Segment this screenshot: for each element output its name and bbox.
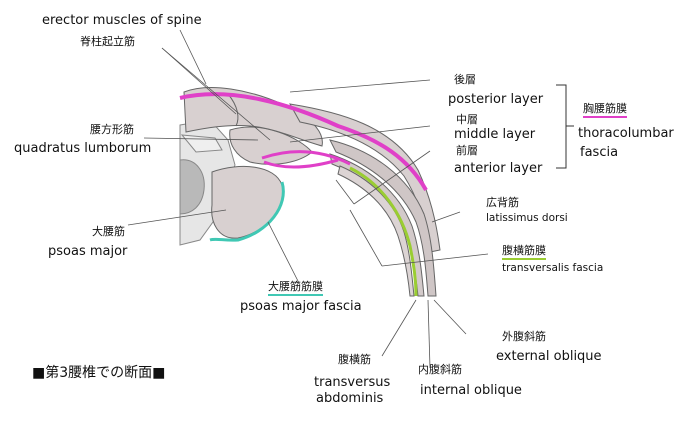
- section-caption: ■第3腰椎での断面■: [32, 365, 166, 381]
- anterior-label-en: anterior layer: [454, 161, 543, 176]
- transversus-label-en-1: transversus: [314, 375, 391, 390]
- external-label-en: external oblique: [496, 349, 602, 364]
- psoas-fascia-line: [209, 181, 285, 242]
- quadratus-label-en: quadratus lumborum: [14, 141, 152, 156]
- quadratus-label-jp: 腰方形筋: [90, 123, 134, 136]
- tlf-bracket: [556, 84, 574, 169]
- psoas-label-en: psoas major: [48, 244, 128, 259]
- psoas-label-jp: 大腰筋: [92, 225, 125, 238]
- transversalis-label-en: transversalis fascia: [502, 262, 604, 274]
- transversalis-label-jp: 腹横筋膜: [502, 244, 546, 260]
- external-label-jp: 外腹斜筋: [502, 330, 546, 343]
- latissimus-label-en: latissimus dorsi: [486, 212, 568, 224]
- middle-label-jp: 中層: [456, 113, 478, 126]
- transversalis-label-jp-text: 腹横筋膜: [502, 244, 546, 260]
- erector-label-en: erector muscles of spine: [42, 13, 202, 28]
- internal-label-jp: 内腹斜筋: [418, 363, 462, 376]
- transversalis-fascia-line: [349, 166, 418, 297]
- psoas-fascia-label-jp-text: 大腰筋筋膜: [268, 280, 323, 296]
- erector-muscles: [183, 87, 323, 147]
- middle-label-en: middle layer: [454, 127, 536, 142]
- anterior-label-jp: 前層: [456, 144, 478, 157]
- transversus-label-jp: 腹横筋: [338, 353, 371, 366]
- tlf-label-jp-text: 胸腰筋膜: [583, 102, 627, 118]
- posterior-label-en: posterior layer: [448, 92, 544, 107]
- external-oblique-muscle: [329, 139, 437, 297]
- erector-division: [227, 93, 239, 127]
- posterior-layer-line: [179, 92, 428, 191]
- vertebral-body: [179, 159, 205, 215]
- erector-label-jp: 脊柱起立筋: [80, 35, 135, 48]
- psoas-fascia-label-jp: 大腰筋筋膜: [268, 280, 323, 296]
- internal-label-en: internal oblique: [420, 383, 522, 398]
- middle-layer-line: [261, 150, 351, 166]
- anterior-layer-line: [263, 158, 339, 169]
- transversus-label-en-2: abdominis: [316, 391, 384, 406]
- tlf-label-jp: 胸腰筋膜: [583, 102, 627, 118]
- leader-lines: [127, 29, 489, 369]
- tlf-label-en-2: fascia: [580, 145, 619, 160]
- psoas-major: [211, 165, 284, 239]
- latissimus-label-jp: 広背筋: [486, 196, 519, 209]
- posterior-label-jp: 後層: [454, 73, 476, 86]
- psoas-fascia-label-en: psoas major fascia: [240, 299, 362, 314]
- tlf-label-en-1: thoracolumbar: [578, 126, 674, 141]
